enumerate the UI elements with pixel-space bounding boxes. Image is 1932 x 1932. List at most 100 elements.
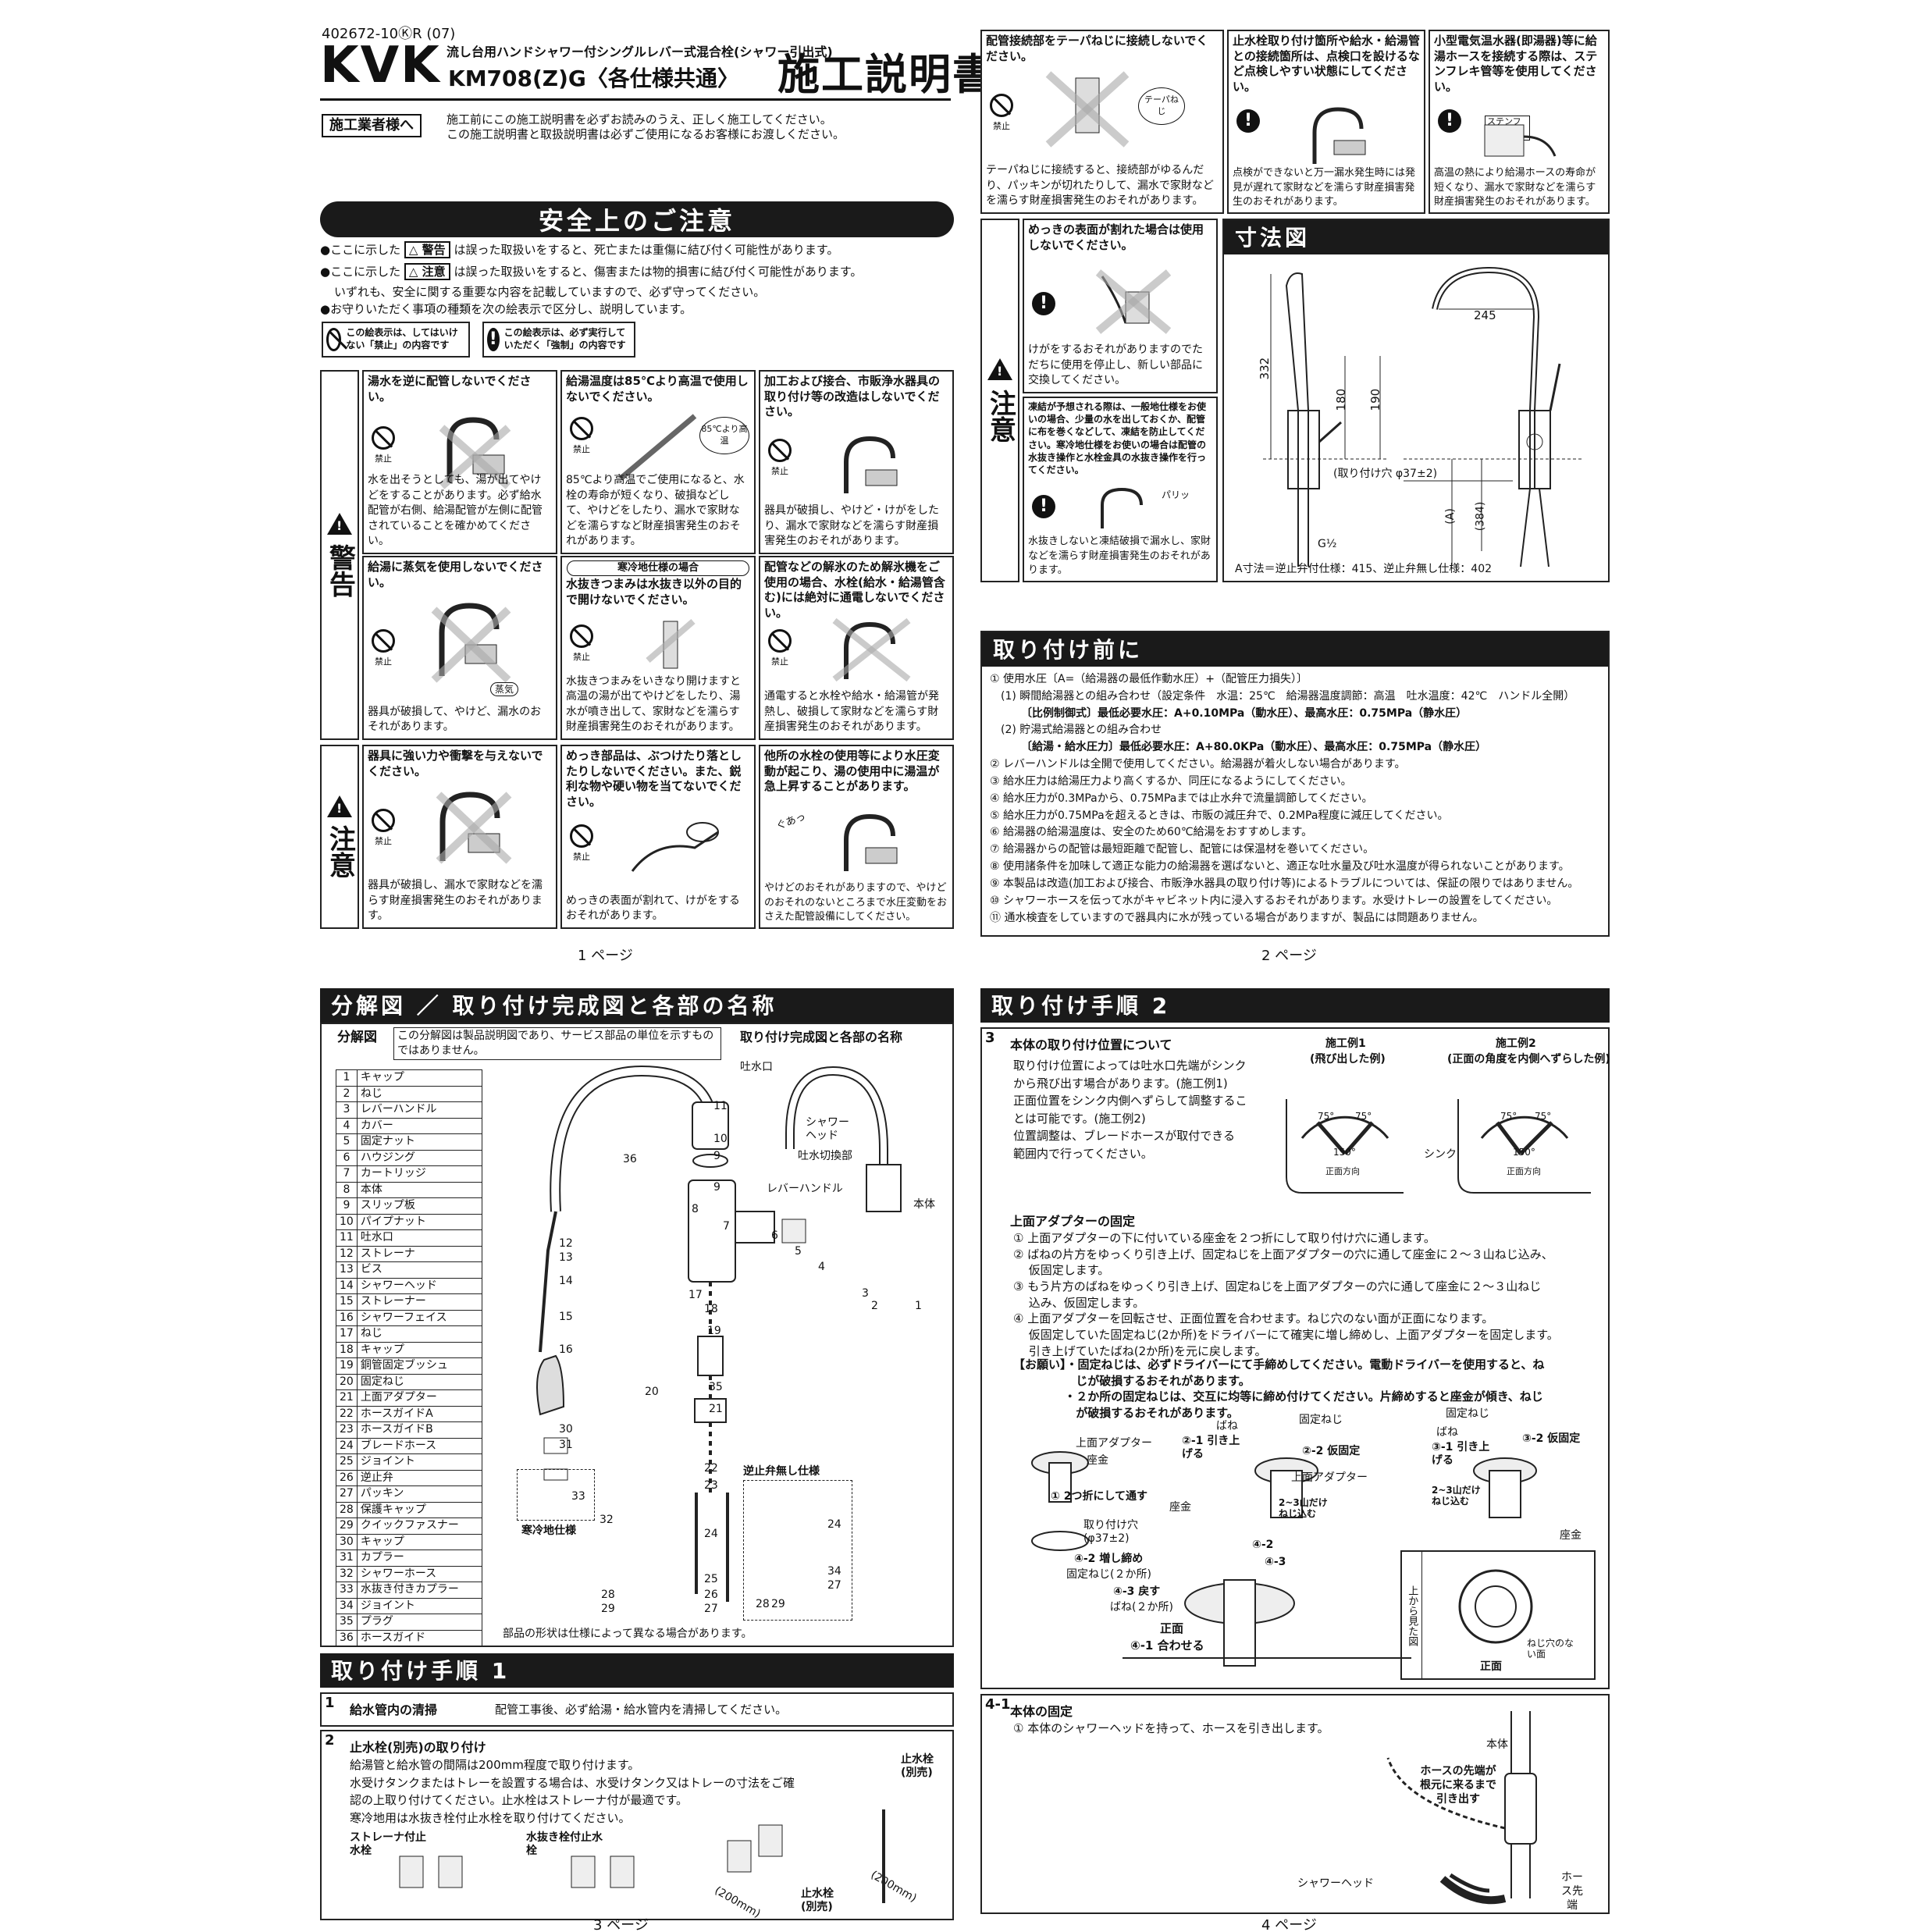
dim-245: 245 (1474, 308, 1496, 322)
part-number: 13 (336, 1261, 358, 1279)
part-name: ビス (356, 1261, 482, 1279)
callout-32: 32 (600, 1514, 614, 1526)
lbl-screw-in-23: 2~3山だけねじ込む (1279, 1497, 1328, 1520)
part-name: 銅管固定ブッシュ (356, 1357, 482, 1375)
mandatory-icon: ! (1032, 495, 1055, 518)
adapter-line: ④ 上面アダプターを回転させ、正面位置を合わせます。ねじ穴のない面が正面になりま… (1013, 1311, 1494, 1326)
callout-15: 15 (559, 1311, 573, 1323)
part-name: シャワーフェイス (356, 1309, 482, 1326)
caution-cell-heater-hose: 小型電気温水器(即湯器)等に給湯ホースを接続する際は、ステンフレキ管等を使用して… (1429, 30, 1610, 214)
step1-item2: 2 止水栓(別売)の取り付け 給湯管と給水管の間隔は200mm程度で取り付けます… (320, 1730, 954, 1920)
mandatory-icon: ! (1236, 109, 1260, 133)
assembled-label-spout: 吐水口 (740, 1061, 773, 1073)
page-number-2: 2 ページ (1261, 948, 1317, 964)
faucet-illustration (431, 603, 511, 683)
warning-cell-modification: 加工および接合、市販浄水器具の取り付け等の改造はしないでください。 禁止 器具が… (759, 370, 954, 554)
safety-note-2: ●ここに示した △ 注意 は誤った取扱いをすると、傷害または物的損害に結び付く可… (320, 263, 863, 280)
prohibit-icon (570, 824, 593, 848)
lbl-front: 正面 (1160, 1621, 1184, 1635)
callout-35: 35 (709, 1381, 723, 1393)
part-number: 21 (336, 1389, 358, 1407)
safety-note-1: ●ここに示した △ 警告 は誤った取扱いをすると、死亡または重傷に結び付く可能性… (320, 241, 839, 258)
part-number: 34 (336, 1597, 358, 1614)
legend-prohibit: この絵表示は、してはいけない「禁止」の内容です (322, 322, 470, 358)
assembled-title: 取り付け完成図と各部の名称 (740, 1030, 903, 1044)
step2-item3-lines: 取り付け位置によっては吐水口先端がシンクから飛び出す場合があります。(施工例1)… (1013, 1057, 1247, 1162)
warning-triangle-icon (987, 358, 1012, 380)
faucet-illustration (832, 617, 911, 682)
warning-cell-temp-limit: 給湯温度は85℃より高温で使用しないでください。 禁止 85℃より高温 85℃よ… (560, 370, 756, 554)
prohibit-icon (570, 624, 593, 648)
sink-label: シンク (1424, 1148, 1457, 1161)
callout-8: 8 (692, 1203, 699, 1215)
installer-note-2: この施工説明書と取扱説明書は必ずご使用になるお客様にお渡しください。 (447, 127, 845, 141)
before-install-line: (1) 瞬間給湯器との組み合わせ（設定条件 水温：25℃ 給湯器温度調節：高温 … (1001, 689, 1575, 703)
callout-3: 3 (862, 1287, 869, 1300)
callout-19: 19 (707, 1325, 721, 1337)
lbl-hose-end: ホース先端 (1561, 1871, 1583, 1912)
step1-line: 給湯管と給水管の間隔は200mm程度で取り付けます。 (350, 1758, 640, 1772)
prohibit-icon (768, 439, 792, 462)
part-name: ねじ (356, 1085, 482, 1102)
warning-cell-drain-knob: 寒冷地仕様の場合 水抜きつまみは水抜き以外の目的で開けないでください。 禁止 水… (560, 556, 756, 740)
callout-28b: 28 (756, 1598, 770, 1610)
before-install-title: 取り付け前に (982, 632, 1608, 667)
part-number: 17 (336, 1325, 358, 1343)
label-strainer-valve: ストレーナ付止水栓 (350, 1831, 426, 1857)
page-number-1: 1 ページ (578, 948, 633, 964)
hose-pull-illustration (1386, 1711, 1537, 1905)
part-name: キャップ (356, 1069, 482, 1087)
cold-region-header: 寒冷地仕様の場合 (567, 560, 749, 576)
temp-badge: 85℃より高温 (699, 417, 749, 454)
lbl-shower-head-4: シャワーヘッド (1297, 1877, 1374, 1890)
adapter-line: 仮固定していた固定ねじ(2か所)をドライバーにて確実に増し締めし、上面アダプター… (1013, 1328, 1559, 1343)
callout-34: 34 (827, 1565, 841, 1578)
adapter-line: ③ もう片方のばねをゆっくり引き上げ、固定ねじを上面アダプターの穴に通して座金に… (1013, 1279, 1542, 1294)
example-2-sub: (正面の角度を内側へずらした例) (1447, 1053, 1610, 1066)
part-number: 27 (336, 1485, 358, 1503)
pipe-illustration (618, 414, 697, 481)
step2-item3: 3 本体の取り付け位置について 取り付け位置によっては吐水口先端がシンクから飛び… (980, 1027, 1610, 1689)
part-number: 30 (336, 1533, 358, 1550)
step2-s3-line: 正面位置をシンク内側へずらして調整するこ (1013, 1094, 1247, 1108)
part-name: カートリッジ (356, 1165, 482, 1183)
lbl-pull-up-31: ③-1 引き上げる (1432, 1441, 1490, 1467)
lbl-fold: ① 2つ折にして通す (1051, 1490, 1148, 1503)
part-number: 3 (336, 1101, 358, 1119)
callout-22: 22 (704, 1462, 718, 1475)
part-name: 水抜き付きカプラー (356, 1582, 482, 1599)
assembled-label-head: シャワーヘッド (806, 1116, 849, 1142)
caution-cell-impact: 器具に強い力や衝撃を与えないでください。 禁止 器具が破損し、漏水で家財などを濡… (362, 745, 557, 929)
drain-knob-illustration (646, 618, 696, 669)
callout-4: 4 (818, 1261, 825, 1273)
part-number: 36 (336, 1629, 358, 1646)
top-view-box: 上から見た図 ねじ穴のない面 正面 (1400, 1550, 1596, 1680)
part-name: 保護キャップ (356, 1501, 482, 1518)
step2-item4-text: ① 本体のシャワーヘッドを持って、ホースを引き出します。 (1013, 1721, 1329, 1735)
top-view-drawing (1458, 1569, 1533, 1644)
part-number: 26 (336, 1469, 358, 1486)
adapter-line: 仮固定します。 (1013, 1263, 1110, 1278)
warning-cell-reverse-piping: 湯水を逆に配管しないでください。 禁止 水を出そうとしても、湯が出てやけどをする… (362, 370, 557, 554)
part-number: 15 (336, 1293, 358, 1311)
callout-24b: 24 (827, 1518, 841, 1531)
before-install-line: ⑦ 給湯器からの配管は最短距離で配管し、配管には保温材を巻いてください。 (990, 843, 1375, 856)
front-dir-label-a: 正面方向 (1325, 1166, 1360, 1176)
faucet-illustration (439, 417, 511, 489)
thread-size: G½ (1318, 538, 1337, 550)
assembled-label-lever: レバーハンドル (767, 1183, 843, 1195)
assembled-label-switch: 吐水切換部 (798, 1150, 852, 1162)
part-name: ジョイント (356, 1453, 482, 1471)
heater-illustration (1484, 124, 1557, 157)
before-install-line: ⑩ シャワーホースを伝って水がキャビネット内に浸入するおそれがあります。水受けト… (990, 894, 1558, 907)
